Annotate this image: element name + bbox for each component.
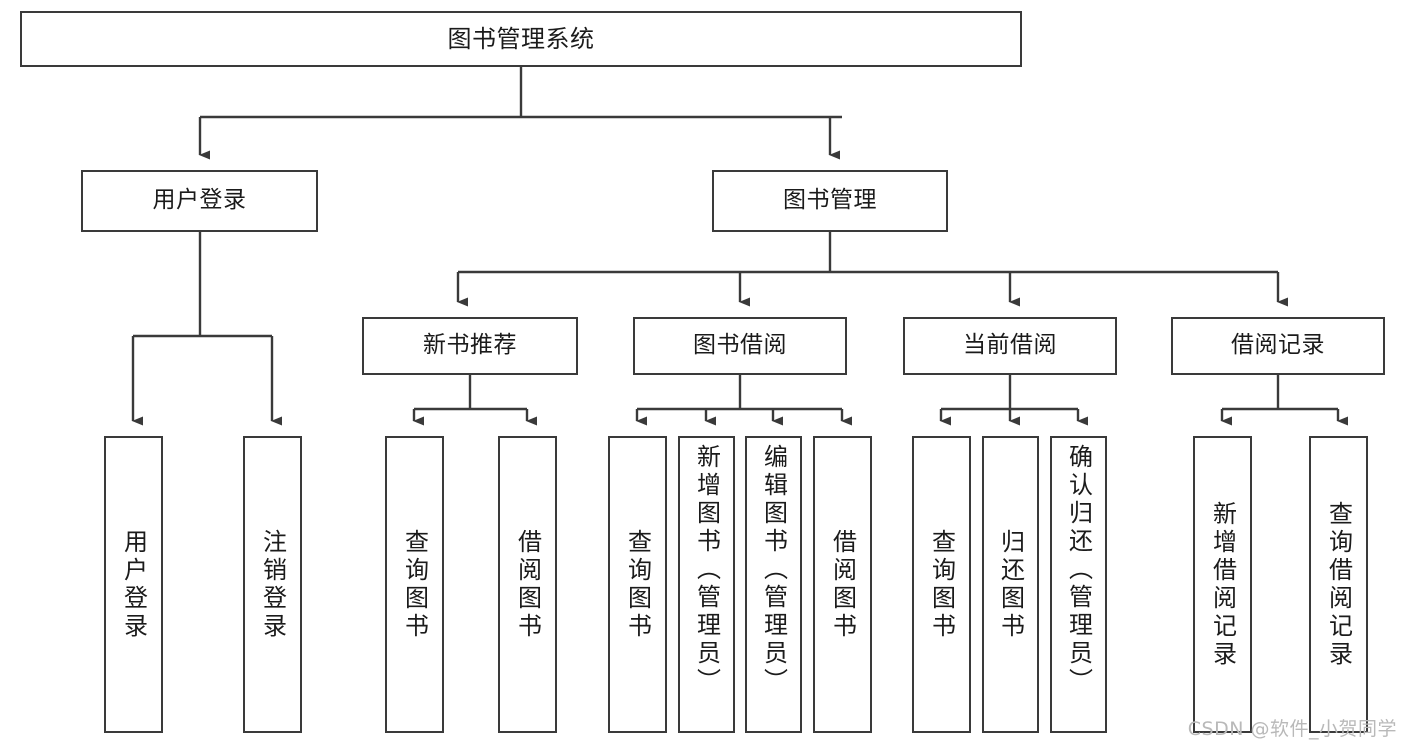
node-current-borrowing[interactable]: 当前借阅 xyxy=(903,317,1117,375)
leaf-user-login-login[interactable]: 用户登录 xyxy=(104,436,163,733)
node-label: 图书管理系统 xyxy=(447,24,595,53)
leaf-borrow-record-query-record[interactable]: 查询借阅记录 xyxy=(1309,436,1368,733)
node-book-management[interactable]: 图书管理 xyxy=(712,170,948,232)
leaf-new-book-query-book[interactable]: 查询图书 xyxy=(385,436,444,733)
node-root-book-management-system[interactable]: 图书管理系统 xyxy=(20,11,1022,67)
node-label: 查询借阅记录 xyxy=(1324,500,1353,669)
leaf-current-borrow-confirm-return-admin[interactable]: 确认归还（管理员） xyxy=(1050,436,1107,733)
leaf-book-borrow-query-book[interactable]: 查询图书 xyxy=(608,436,667,733)
leaf-book-borrow-add-book-admin[interactable]: 新增图书（管理员） xyxy=(678,436,735,733)
node-label: 借阅记录 xyxy=(1231,332,1325,359)
node-label: 查询图书 xyxy=(623,528,652,641)
csdn-watermark: CSDN @软件_小贺同学 xyxy=(1187,718,1397,740)
leaf-user-login-logout[interactable]: 注销登录 xyxy=(243,436,302,733)
node-new-book-recommendation[interactable]: 新书推荐 xyxy=(362,317,578,375)
node-label: 借阅图书 xyxy=(513,528,542,641)
node-user-login[interactable]: 用户登录 xyxy=(81,170,318,232)
node-label: 查询图书 xyxy=(400,528,429,641)
node-label: 图书管理 xyxy=(783,187,877,214)
leaf-book-borrow-edit-book-admin[interactable]: 编辑图书（管理员） xyxy=(745,436,802,733)
node-label: 图书借阅 xyxy=(693,332,787,359)
node-book-borrowing[interactable]: 图书借阅 xyxy=(633,317,847,375)
leaf-book-borrow-borrow-book[interactable]: 借阅图书 xyxy=(813,436,872,733)
node-label: 查询图书 xyxy=(927,528,956,641)
node-label: 新书推荐 xyxy=(423,332,517,359)
leaf-current-borrow-return-book[interactable]: 归还图书 xyxy=(982,436,1039,733)
node-label: 借阅图书 xyxy=(828,528,857,641)
node-label: 确认归还（管理员） xyxy=(1064,444,1093,696)
node-borrowing-record[interactable]: 借阅记录 xyxy=(1171,317,1385,375)
leaf-new-book-borrow-book[interactable]: 借阅图书 xyxy=(498,436,557,733)
node-label: 编辑图书（管理员） xyxy=(759,444,788,696)
node-label: 新增图书（管理员） xyxy=(692,444,721,696)
node-label: 用户登录 xyxy=(119,528,148,641)
node-label: 新增借阅记录 xyxy=(1208,500,1237,669)
leaf-current-borrow-query-book[interactable]: 查询图书 xyxy=(912,436,971,733)
leaf-borrow-record-add-record[interactable]: 新增借阅记录 xyxy=(1193,436,1252,733)
node-label: 用户登录 xyxy=(152,187,247,214)
node-label: 注销登录 xyxy=(258,528,287,641)
node-label: 归还图书 xyxy=(996,528,1025,641)
node-label: 当前借阅 xyxy=(963,332,1057,359)
